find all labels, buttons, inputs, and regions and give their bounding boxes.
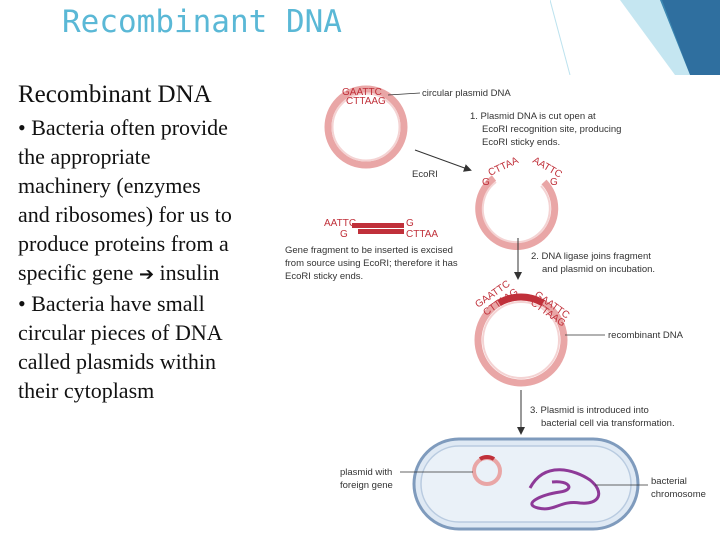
bullet-line: circular pieces of DNA — [18, 320, 223, 345]
label-step3: bacterial cell via transformation. — [541, 418, 675, 429]
cut-seq-left: CTTAA — [487, 155, 521, 179]
bullet-line: • Bacteria often provide — [18, 115, 228, 140]
body-text: Recombinant DNA • Bacteria often provide… — [18, 80, 268, 405]
bullet-line: and ribosomes) for us to — [18, 202, 232, 227]
label-gene-fragment: EcoRI sticky ends. — [285, 271, 363, 282]
bullet-line: • Bacteria have small — [18, 291, 205, 316]
bullet-line: produce proteins from a — [18, 231, 229, 256]
fragment-seq-left: AATTC — [324, 218, 356, 229]
bacterial-cell — [412, 437, 640, 531]
bullet-line: the appropriate — [18, 144, 151, 169]
label-recombinant: recombinant DNA — [608, 330, 684, 341]
content-heading: Recombinant DNA — [18, 81, 212, 108]
cut-plasmid — [475, 175, 559, 250]
label-step1: 1. Plasmid DNA is cut open at — [470, 111, 596, 122]
label-step1: EcoRI sticky ends. — [482, 137, 560, 148]
label-bacterial-chromosome: bacterial — [651, 476, 687, 487]
label-plasmid-with: foreign gene — [340, 480, 393, 491]
gene-fragment — [352, 223, 404, 234]
recombinant-plasmid — [474, 293, 568, 387]
right-arrow-icon: ➔ — [138, 264, 155, 285]
corner-decoration — [550, 0, 720, 75]
bullet-line: specific gene ➔ insulin — [18, 258, 268, 289]
label-ecori: EcoRI — [412, 169, 438, 180]
bullet-line: their cytoplasm — [18, 378, 155, 403]
bullet-line: machinery (enzymes — [18, 173, 201, 198]
fragment-seq-right: G — [406, 218, 414, 229]
plasmid-seq-bottom: CTTAAG — [346, 96, 386, 107]
bullet-line: called plasmids within — [18, 349, 216, 374]
label-bacterial-chromosome: chromosome — [651, 489, 706, 500]
label-gene-fragment: from source using EcoRI; therefore it ha… — [285, 258, 458, 269]
bacterial-chromosome — [528, 468, 601, 511]
circular-plasmid — [324, 85, 408, 169]
label-step2: and plasmid on incubation. — [542, 264, 655, 275]
fragment-seq-right: CTTAA — [406, 229, 438, 240]
cut-seq-right: AATTC — [531, 155, 564, 181]
bullet-text: specific gene — [18, 260, 134, 285]
recombinant-dna-diagram: GAATTC CTTAAG circular plasmid DNA 1. Pl… — [285, 85, 706, 531]
bullet-text: insulin — [159, 260, 220, 285]
small-plasmid — [472, 455, 502, 486]
cut-seq-left: G — [482, 177, 490, 188]
fragment-seq-left: G — [340, 229, 348, 240]
plasmid-seq-top: GAATTC — [342, 87, 382, 98]
cut-seq-right: G — [550, 177, 558, 188]
label-plasmid-with: plasmid with — [340, 467, 392, 478]
label-circular-plasmid: circular plasmid DNA — [422, 88, 511, 99]
label-step1: EcoRI recognition site, producing — [482, 124, 621, 135]
label-step3: 3. Plasmid is introduced into — [530, 405, 649, 416]
label-step2: 2. DNA ligase joins fragment — [531, 251, 651, 262]
slide-title: Recombinant DNA — [62, 4, 342, 40]
label-gene-fragment: Gene fragment to be inserted is excised — [285, 245, 453, 256]
